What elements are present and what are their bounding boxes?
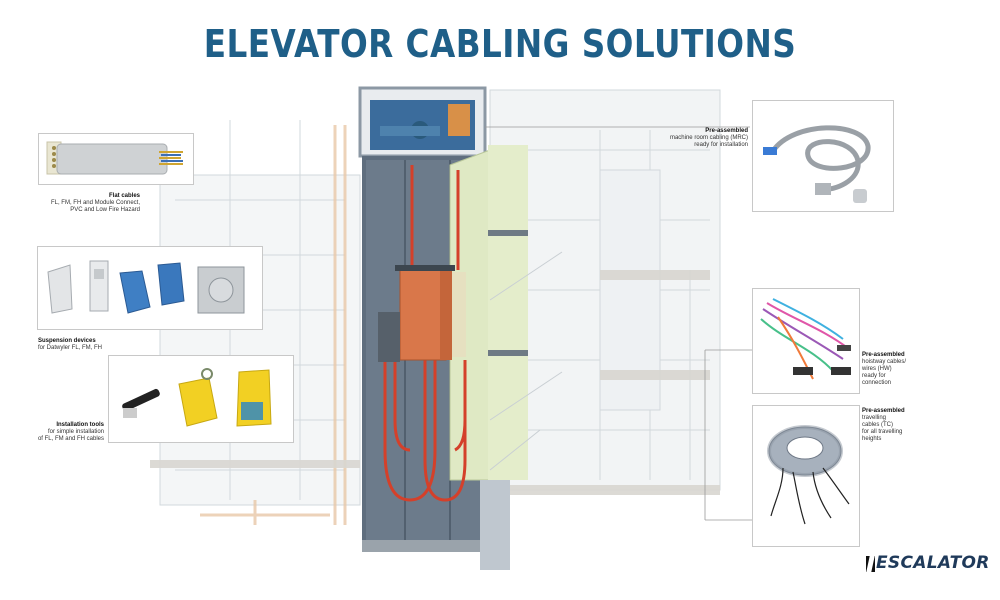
logo-mark-icon: [866, 556, 875, 572]
page-title: ELEVATOR CABLING SOLUTIONS: [203, 22, 797, 66]
suspension-devices-image: [37, 246, 263, 330]
tc-line-3: for all travelling: [862, 429, 903, 435]
stairs: [489, 251, 563, 471]
mrc-line-1: machine room cabling (MRC): [669, 135, 748, 141]
hw-wires-icon: [760, 298, 851, 380]
hw-title: Pre-assembled: [862, 352, 905, 358]
flat-cables-label: Flat cables FL, FM, FH and Module Connec…: [40, 193, 140, 214]
hw-label: Pre-assembled hoistway cables/ wires (HW…: [862, 352, 932, 387]
installation-tools-title: Installation tools: [56, 422, 104, 428]
mrc-line-2: ready for installation: [694, 142, 748, 148]
tc-line-1: travelling: [862, 415, 887, 421]
landing-walls: [449, 145, 528, 570]
installation-tools-image: [108, 355, 294, 443]
installation-tools-label: Installation tools for simple installati…: [18, 422, 104, 443]
tc-line-2: cables (TC): [862, 422, 894, 428]
hw-line-2: wires (HW): [862, 366, 892, 372]
flat-cables-image: [38, 133, 194, 185]
suspension-device-icons: [47, 260, 245, 314]
hw-line-3: ready for: [862, 373, 886, 379]
hw-line-4: connection: [862, 380, 892, 386]
pipes: [200, 125, 347, 525]
tc-label: Pre-assembled travelling cables (TC) for…: [862, 408, 932, 443]
machine-room: [358, 86, 487, 158]
installation-tools-line-1: for simple installation: [47, 429, 104, 435]
installation-tool-icons: [122, 368, 272, 427]
flat-cable-icon: [46, 141, 183, 175]
mrc-label: Pre-assembled machine room cabling (MRC)…: [620, 128, 748, 149]
tc-image: [752, 405, 860, 547]
flat-cables-line-2: PVC and Low Fire Hazard: [70, 207, 140, 213]
escalator-logo: ESCALATOR: [866, 553, 989, 575]
mrc-title: Pre-assembled: [705, 128, 748, 134]
flat-cables-line-1: FL, FM, FH and Module Connect,: [50, 200, 140, 206]
mrc-cable-icon: [763, 125, 871, 203]
logo-text: ESCALATOR: [876, 553, 990, 573]
tc-cable-reel-icon: [767, 425, 850, 525]
installation-tools-line-2: of FL, FM and FH cables: [37, 436, 104, 442]
elevator-car: [378, 265, 466, 362]
hw-line-1: hoistway cables/: [862, 359, 907, 365]
tc-line-4: heights: [862, 436, 882, 442]
flat-cables-title: Flat cables: [108, 193, 140, 199]
suspension-devices-title: Suspension devices: [38, 338, 96, 344]
tc-title: Pre-assembled: [862, 408, 905, 414]
suspension-devices-label: Suspension devices for Datwyler FL, FM, …: [38, 338, 148, 352]
mrc-image: [752, 100, 894, 212]
floor-slabs: [150, 270, 720, 495]
suspension-devices-line-1: for Datwyler FL, FM, FH: [38, 345, 103, 351]
hw-image: [752, 288, 860, 394]
building-background: [159, 89, 721, 506]
travelling-cables: [383, 165, 467, 502]
